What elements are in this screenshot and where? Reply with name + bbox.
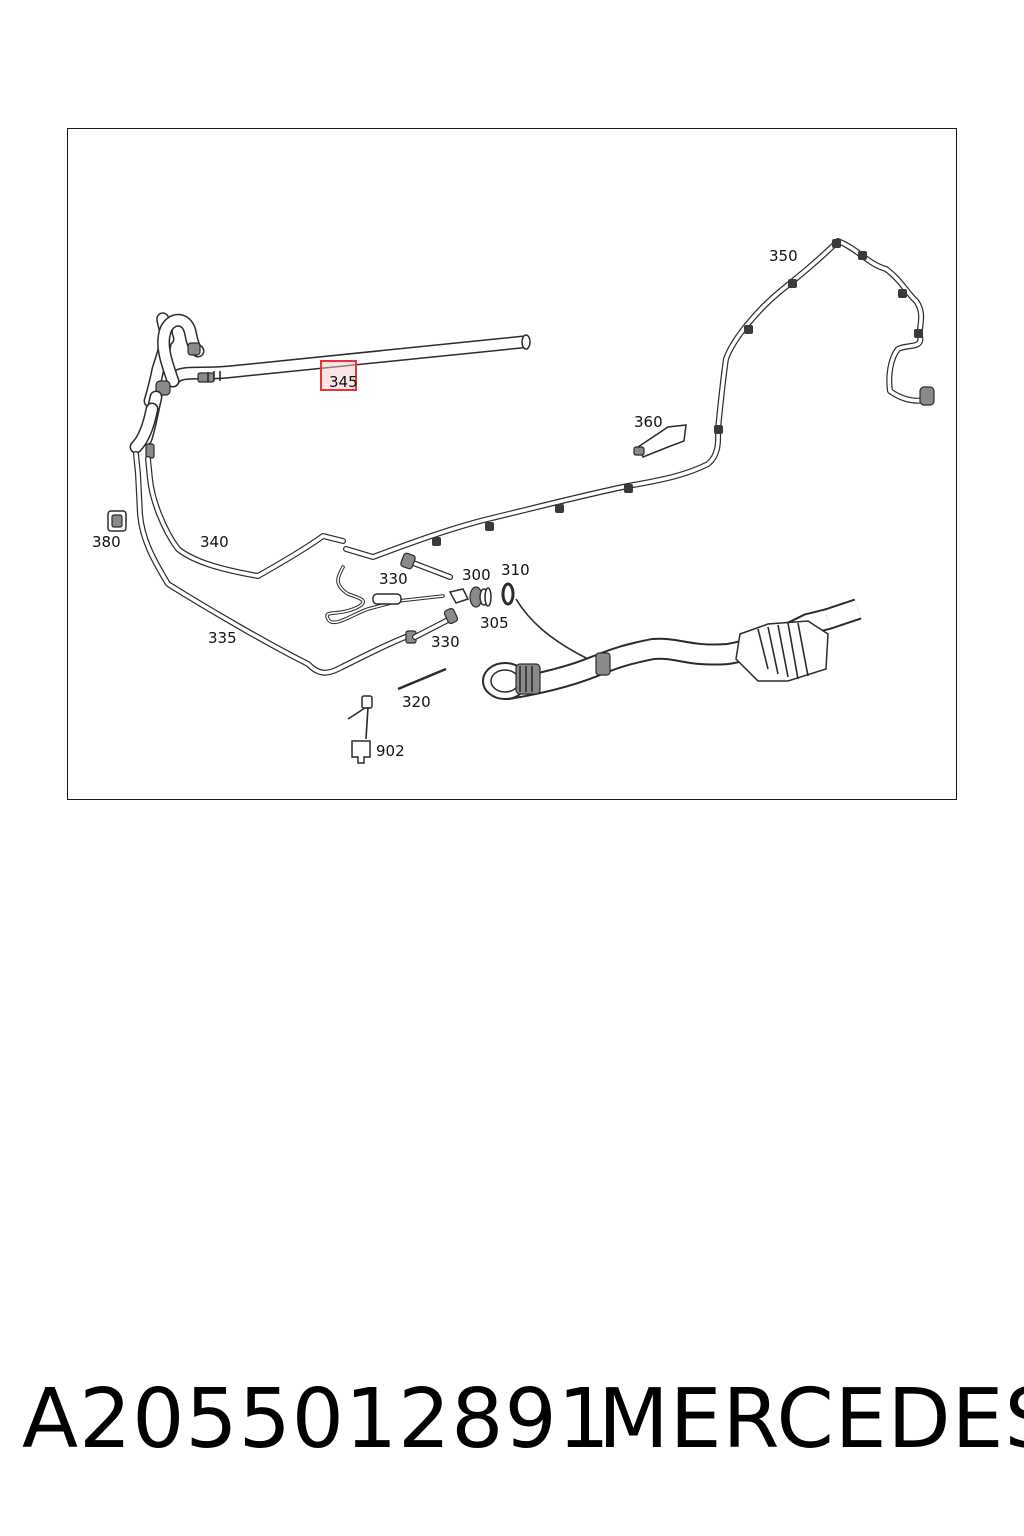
- callout-360[interactable]: 360: [634, 413, 663, 431]
- bracket-360[interactable]: [633, 424, 687, 458]
- callout-902[interactable]: 902: [376, 742, 405, 760]
- callout-330-top[interactable]: 330: [379, 570, 408, 588]
- clip-380[interactable]: [107, 510, 127, 532]
- part-902[interactable]: [347, 695, 373, 764]
- pipe-335[interactable]: [133, 451, 417, 676]
- pipe-350[interactable]: [343, 238, 935, 560]
- ring-310[interactable]: [501, 582, 589, 660]
- fitting-330-bottom[interactable]: [412, 607, 459, 640]
- callout-345[interactable]: 345: [329, 373, 358, 391]
- callout-330-bottom[interactable]: 330: [431, 633, 460, 651]
- pipe-340[interactable]: [145, 456, 346, 579]
- callout-320[interactable]: 320: [402, 693, 431, 711]
- callout-300[interactable]: 300: [462, 566, 491, 584]
- diagram-frame: 345 350 360 380 340 330 300 310 305 335 …: [67, 128, 957, 800]
- callout-310[interactable]: 310: [501, 561, 530, 579]
- callout-335[interactable]: 335: [208, 629, 237, 647]
- fitting-330-top[interactable]: [400, 552, 453, 580]
- callout-380[interactable]: 380: [92, 533, 121, 551]
- exhaust-pipe: [482, 598, 862, 700]
- hose-345[interactable]: [143, 312, 531, 408]
- parts-diagram: 345 350 360 380 340 330 300 310 305 335 …: [92, 238, 935, 764]
- callout-305[interactable]: 305: [480, 614, 509, 632]
- wire-320[interactable]: [397, 667, 447, 691]
- footer-caption: A2055012891 MERCEDES: [22, 1372, 1024, 1482]
- callout-340[interactable]: 340: [200, 533, 229, 551]
- hose-345-stub[interactable]: [129, 390, 163, 459]
- callout-345-highlight: [320, 360, 357, 391]
- callout-350[interactable]: 350: [769, 247, 798, 265]
- brand-name: MERCEDES: [598, 1372, 1024, 1467]
- sensor-cable[interactable]: [325, 565, 445, 625]
- part-number: A2055012891: [22, 1372, 611, 1467]
- gasket-305[interactable]: [484, 587, 492, 607]
- sensor-300[interactable]: [448, 586, 489, 608]
